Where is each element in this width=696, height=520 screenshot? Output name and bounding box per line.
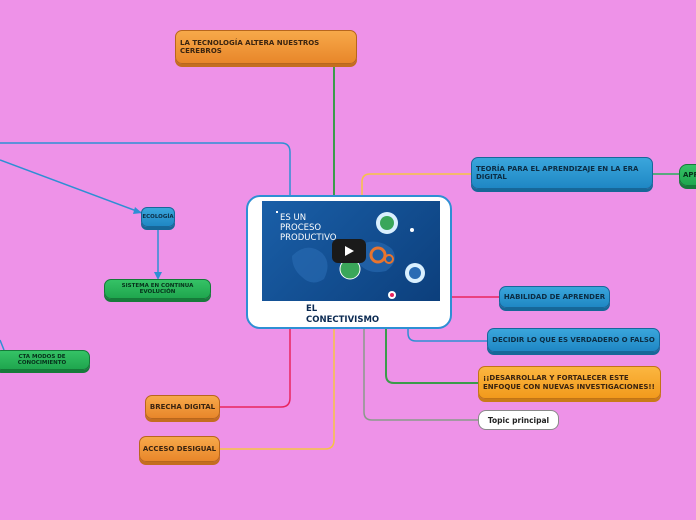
node-desarrollar[interactable]: ¡¡DESARROLLAR Y FORTALECER ESTE ENFOQUE … bbox=[478, 366, 661, 399]
node-acceso[interactable]: ACCESO DESIGUAL bbox=[139, 436, 220, 462]
node-ecologia-label: ECOLOGÍA bbox=[142, 214, 174, 220]
link-left-upper bbox=[0, 142, 291, 195]
node-aprendizaje-label: APR bbox=[683, 171, 696, 179]
node-sistema-label: SISTEMA EN CONTINUA EVOLUCIÓN bbox=[121, 283, 194, 295]
play-button[interactable] bbox=[332, 239, 366, 263]
link-ecologia-in bbox=[0, 159, 143, 214]
node-teoria[interactable]: TEORÍA PARA EL APRENDIZAJE EN LA ERA DIG… bbox=[471, 157, 653, 189]
node-brecha-label: BRECHA DIGITAL bbox=[149, 403, 216, 411]
node-cerebros-label: LA TECNOLOGÍA ALTERA NUESTROS CEREBROS bbox=[180, 39, 320, 55]
node-habilidad-label: HABILIDAD DE APRENDER bbox=[503, 293, 606, 301]
play-icon bbox=[345, 246, 354, 256]
node-ecologia[interactable]: ECOLOGÍA bbox=[141, 207, 175, 227]
video-thumbnail[interactable]: ES UN PROCESO PRODUCTIVO bbox=[262, 201, 440, 301]
node-acceso-label: ACCESO DESIGUAL bbox=[142, 445, 217, 453]
node-aprendizaje[interactable]: APR bbox=[679, 164, 696, 186]
link-topic bbox=[363, 329, 479, 421]
link-desarrollar bbox=[385, 329, 479, 384]
node-brecha[interactable]: BRECHA DIGITAL bbox=[145, 395, 220, 419]
link-acceso bbox=[219, 329, 335, 450]
arrow-ecologia bbox=[133, 207, 142, 214]
node-decidir[interactable]: DECIDIR LO QUE ES VERDADERO O FALSO bbox=[487, 328, 660, 352]
node-topic-label: Topic principal bbox=[487, 415, 550, 425]
world-map-icon bbox=[276, 211, 425, 299]
node-decidir-label: DECIDIR LO QUE ES VERDADERO O FALSO bbox=[492, 336, 655, 344]
node-cerebros[interactable]: LA TECNOLOGÍA ALTERA NUESTROS CEREBROS bbox=[175, 30, 357, 64]
arrow-sistema bbox=[154, 272, 162, 280]
node-conecta[interactable]: CTA MODOS DE CONOCIMIENTO bbox=[0, 350, 90, 370]
node-teoria-label: TEORÍA PARA EL APRENDIZAJE EN LA ERA DIG… bbox=[476, 165, 639, 181]
central-topic[interactable]: ES UN PROCESO PRODUCTIVO EL CONECTIVISMO bbox=[246, 195, 452, 329]
node-habilidad[interactable]: HABILIDAD DE APRENDER bbox=[499, 286, 610, 308]
link-teoria bbox=[361, 173, 472, 195]
node-conecta-label: CTA MODOS DE CONOCIMIENTO bbox=[17, 354, 67, 366]
link-brecha bbox=[219, 329, 291, 408]
link-decidir bbox=[407, 329, 488, 342]
link-conecta bbox=[0, 339, 5, 351]
video-caption: ES UN PROCESO PRODUCTIVO bbox=[280, 213, 337, 243]
node-sistema[interactable]: SISTEMA EN CONTINUA EVOLUCIÓN bbox=[104, 279, 211, 299]
node-desarrollar-label: ¡¡DESARROLLAR Y FORTALECER ESTE ENFOQUE … bbox=[483, 373, 655, 391]
node-topic-principal[interactable]: Topic principal bbox=[478, 410, 559, 430]
central-title: EL CONECTIVISMO bbox=[306, 304, 380, 325]
